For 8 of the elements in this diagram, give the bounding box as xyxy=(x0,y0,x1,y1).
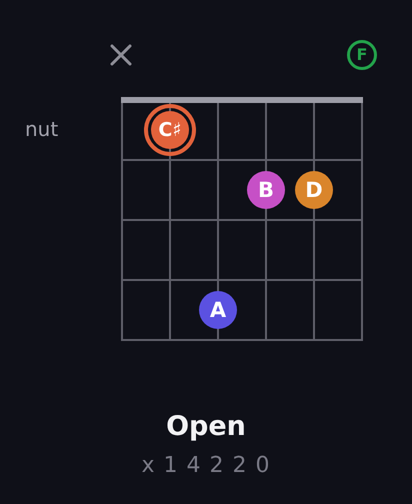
note-dot: A xyxy=(199,291,237,329)
nut-label: nut xyxy=(25,118,58,141)
chord-title: Open xyxy=(166,411,246,442)
note-dot: D xyxy=(295,171,333,209)
ringed-note-dot: C♯ xyxy=(144,104,196,156)
note-dot: B xyxy=(247,171,285,209)
fingering-text: x 1 4 2 2 0 xyxy=(142,453,270,478)
circled-letter: F xyxy=(347,40,377,70)
